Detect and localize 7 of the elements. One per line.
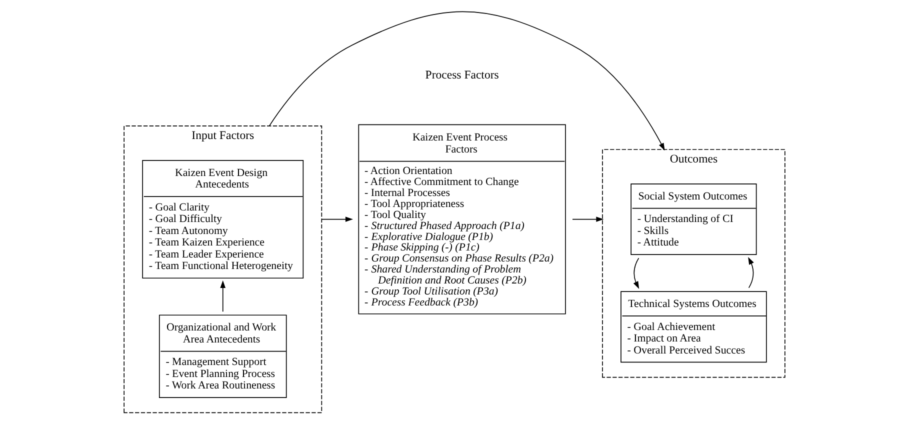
arrow — [748, 256, 754, 288]
arrow — [632, 258, 639, 289]
label: Process Factors — [424, 68, 498, 82]
arrow — [220, 280, 226, 312]
arrow — [268, 11, 664, 151]
arrow — [320, 216, 353, 222]
arrow — [572, 216, 604, 222]
